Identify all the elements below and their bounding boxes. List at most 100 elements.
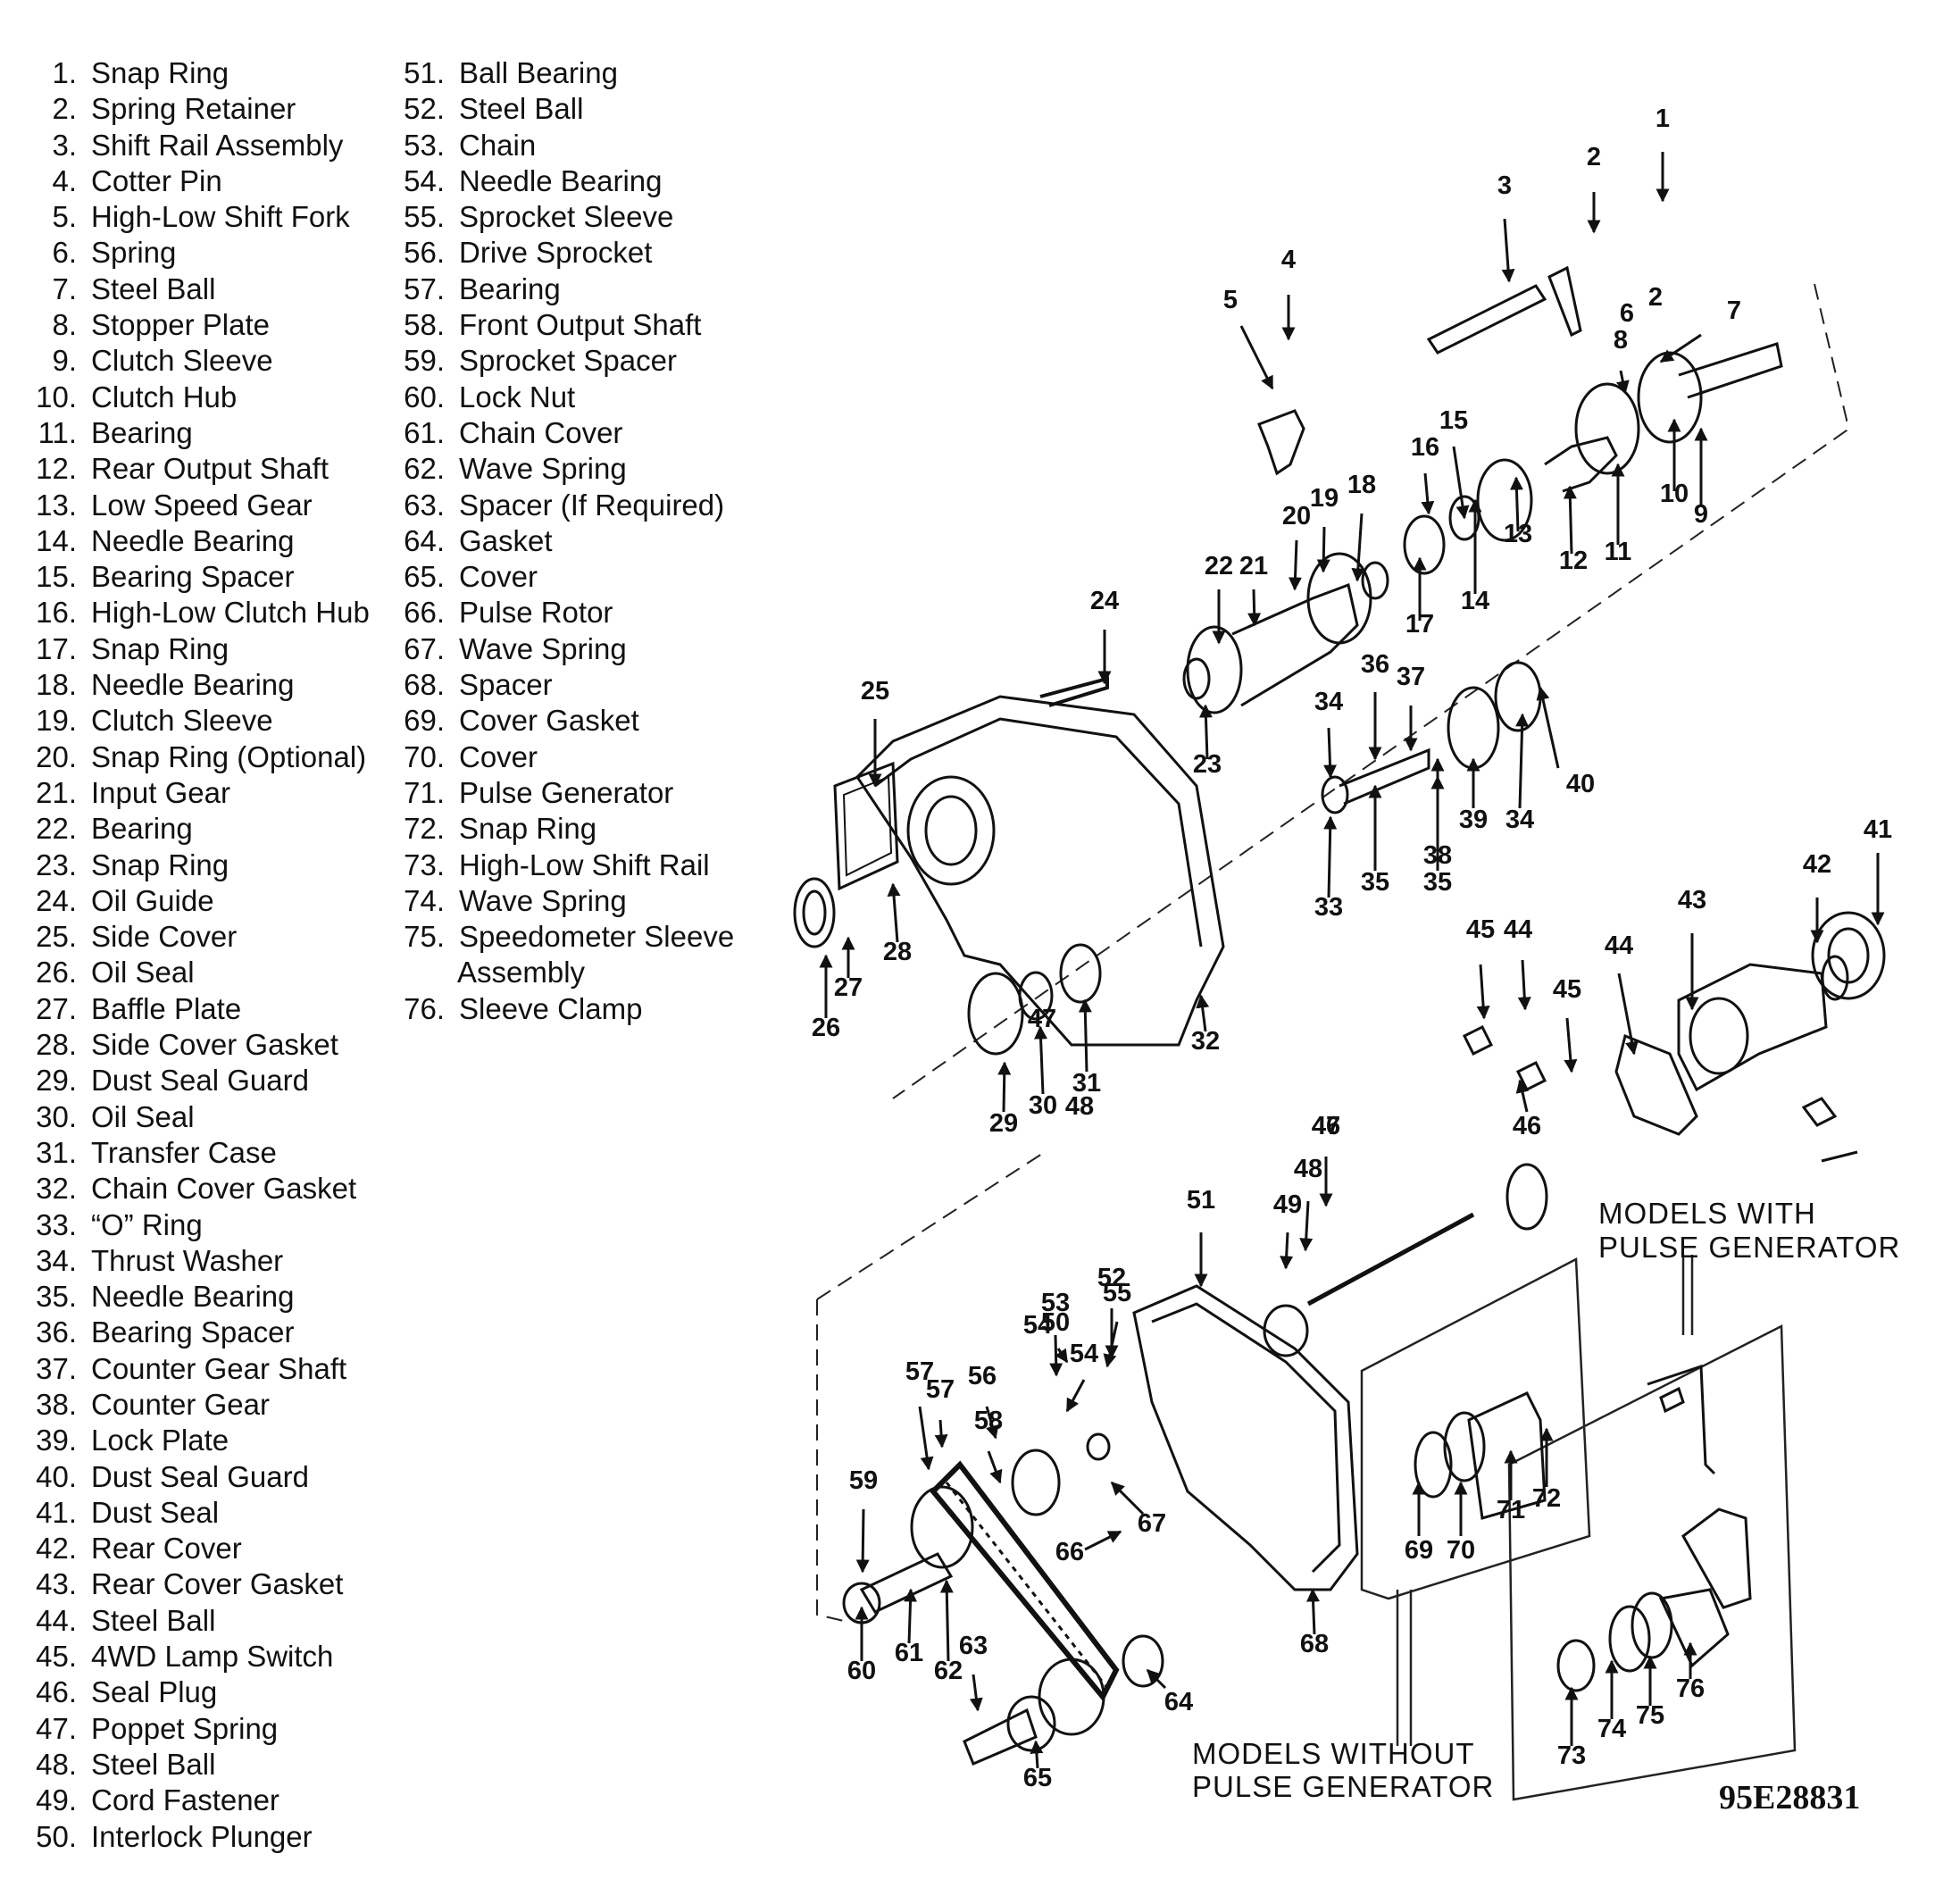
part-callout: 49 — [1273, 1190, 1302, 1219]
part-callout: 46 — [1312, 1112, 1340, 1140]
dashed-guide-lines — [816, 283, 1847, 1622]
part-callout: 64 — [1164, 1688, 1193, 1716]
caption-with-pulse-line1: MODELS WITH — [1598, 1197, 1816, 1230]
caption-without-pulse-line1: MODELS WITHOUT — [1192, 1737, 1475, 1770]
legend-item-number: 19. — [36, 704, 77, 738]
callout-leader-arrow — [1515, 713, 1530, 809]
legend-item-number: 14. — [36, 523, 77, 557]
callout-leader-arrow — [1299, 1200, 1314, 1252]
legend-item: 44.Steel Ball — [27, 1603, 370, 1639]
legend-item-label: Snap Ring — [91, 848, 229, 881]
part-callout: 5 — [1223, 286, 1238, 314]
legend-item: 50.Interlock Plunger — [27, 1819, 370, 1855]
part-callout: 62 — [934, 1657, 963, 1685]
callout-leader-arrow — [1247, 589, 1262, 627]
legend-item-number: 43. — [36, 1567, 77, 1601]
legend-item-label: Sleeve Clamp — [459, 991, 643, 1025]
legend-item-label: Side Cover — [91, 920, 238, 954]
legend-item: 15.Bearing Spacer — [27, 559, 370, 595]
legend-item-number: 12. — [36, 452, 77, 486]
part-callout: 34 — [1314, 688, 1343, 716]
legend-item: 74.Wave Spring — [393, 883, 734, 919]
legend-item-label: Needle Bearing — [91, 523, 295, 557]
legend-item-label: Snap Ring — [91, 631, 229, 665]
legend-item: 76.Sleeve Clamp — [393, 991, 734, 1027]
legend-item-label: Oil Guide — [91, 883, 214, 917]
callout-leader-arrow — [1306, 1588, 1321, 1635]
part-callout: 13 — [1504, 520, 1532, 548]
legend-item-label: Bearing — [91, 812, 193, 846]
part-callout: 56 — [968, 1362, 997, 1390]
legend-item-label: Drive Sprocket — [459, 236, 653, 270]
legend-item-number: 63. — [404, 488, 445, 522]
legend-item-label: Steel Ball — [91, 1603, 216, 1637]
legend-item: 11.Bearing — [27, 415, 370, 451]
callout-leader-arrow — [1049, 1334, 1063, 1377]
caption-with-pulse-line2: PULSE GENERATOR — [1598, 1231, 1900, 1264]
part-callout: 55 — [1103, 1279, 1131, 1307]
legend-item: 12.Rear Output Shaft — [27, 451, 370, 487]
legend-item-number: 65. — [404, 560, 445, 594]
part-callout: 34 — [1505, 806, 1534, 834]
legend-item: 28.Side Cover Gasket — [27, 1027, 370, 1063]
part-callout: 54 — [1023, 1311, 1052, 1340]
legend-item: 36.Bearing Spacer — [27, 1315, 370, 1350]
legend-item-label-line2: Assembly — [457, 956, 586, 990]
variant-outlines — [1360, 1255, 1797, 1801]
legend-item: 63. Spacer (If Required) — [393, 488, 734, 523]
callout-leader-arrow — [1517, 959, 1531, 1011]
part-callout: 66 — [1055, 1538, 1084, 1566]
part-callout: 57 — [905, 1357, 934, 1386]
legend-item-label: Lock Nut — [459, 380, 576, 413]
legend-item-number: 16. — [36, 596, 77, 630]
part-callout: 15 — [1439, 406, 1468, 435]
part-callout: 76 — [1676, 1674, 1705, 1703]
legend-item: 48.Steel Ball — [27, 1747, 370, 1783]
callout-leader-arrow — [985, 1406, 999, 1440]
legend-item-number: 27. — [36, 991, 77, 1025]
callout-leader-arrow — [1536, 686, 1560, 769]
legend-item: 22.Bearing — [27, 811, 370, 847]
legend-item: 59.Sprocket Spacer — [393, 343, 734, 379]
chain-cover-shape — [1132, 1284, 1359, 1591]
part-callout: 38 — [1423, 841, 1452, 870]
legend-item: 52.Steel Ball — [393, 91, 734, 127]
legend-item-label: Bearing — [91, 415, 193, 449]
legend-item-label: Cover — [459, 560, 538, 594]
callout-leader-arrow — [1564, 1017, 1578, 1073]
legend-item-number: 40. — [36, 1459, 77, 1493]
part-callout: 44 — [1504, 915, 1532, 944]
legend-item-label: Clutch Sleeve — [91, 344, 273, 378]
part-callout: 20 — [1282, 502, 1311, 530]
callout-leader-arrow — [918, 1406, 934, 1471]
legend-item: 7.Steel Ball — [27, 271, 370, 307]
legend-item-label: Needle Bearing — [91, 668, 295, 702]
legend-item-label: Wave Spring — [459, 883, 627, 917]
legend-item-number: 58. — [404, 308, 445, 342]
legend-item-label: Spacer (If Required) — [459, 488, 725, 522]
part-callout: 36 — [1361, 650, 1389, 679]
legend-item: 51.Ball Bearing — [393, 55, 734, 91]
callout-leader-arrow — [1030, 1740, 1044, 1769]
part-callout: 35 — [1361, 868, 1389, 897]
legend-item-number: 39. — [36, 1424, 77, 1457]
legend-item-number: 68. — [404, 668, 445, 702]
part-callout: 53 — [1041, 1289, 1070, 1317]
legend-item-label: Wave Spring — [459, 631, 627, 665]
legend-item-label: Bearing Spacer — [91, 1315, 295, 1349]
legend-item-label: Snap Ring — [459, 812, 597, 846]
legend-item-number: 13. — [36, 488, 77, 522]
legend-item-label: Lock Plate — [91, 1424, 229, 1457]
legend-item: 4.Cotter Pin — [27, 163, 370, 199]
legend-item-number: 15. — [36, 560, 77, 594]
legend-item-number: 50. — [36, 1819, 77, 1853]
legend-item-number: 49. — [36, 1783, 77, 1817]
callout-leader-arrow — [1323, 815, 1338, 898]
legend-item: 17.Snap Ring — [27, 631, 370, 667]
legend-item-label: Sprocket Spacer — [459, 344, 677, 378]
legend-item-label: Transfer Case — [91, 1135, 277, 1169]
legend-item: 73.High-Low Shift Rail — [393, 848, 734, 883]
callout-leader-arrow — [1659, 333, 1702, 363]
